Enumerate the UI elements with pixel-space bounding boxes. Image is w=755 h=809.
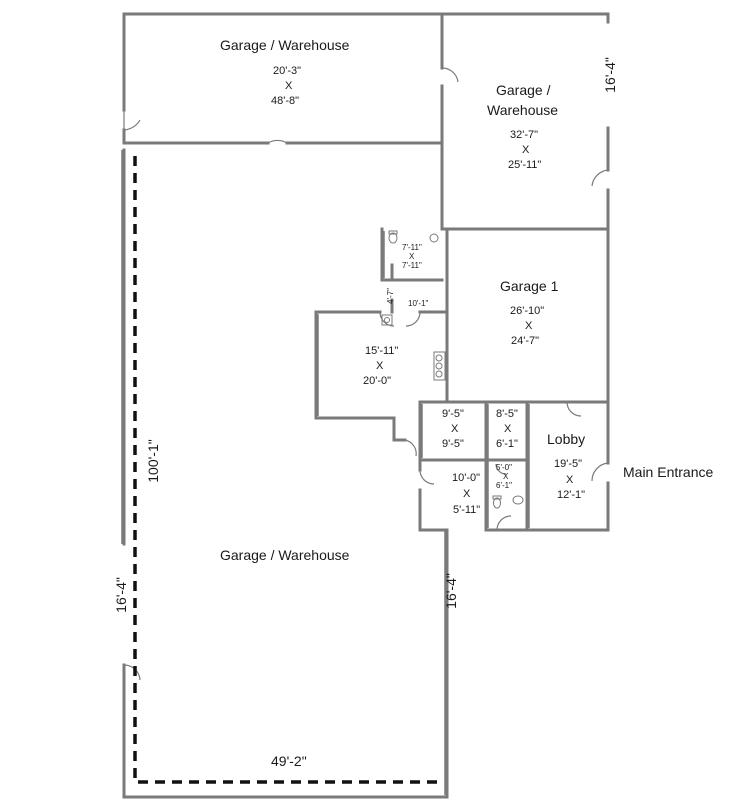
room-x: X xyxy=(376,360,384,372)
door-swing xyxy=(267,139,288,144)
door-width-dimension: 16'-4" xyxy=(113,577,129,613)
room-width: 26'-10" xyxy=(510,305,545,317)
room-x: X xyxy=(503,472,509,481)
room-length: 5'-11" xyxy=(453,504,481,516)
door-swing xyxy=(591,169,609,187)
room-length: 24'-7" xyxy=(511,335,540,347)
door-swing xyxy=(496,515,512,531)
room-length: 9'-5" xyxy=(442,438,464,450)
wall xyxy=(380,227,444,282)
room-width: 10'-0" xyxy=(452,472,481,484)
room-length: 25'-11" xyxy=(508,159,542,171)
room-x: X xyxy=(463,488,471,500)
door-swing xyxy=(405,311,421,327)
main-entrance-label: Main Entrance xyxy=(623,464,714,480)
stove-icon xyxy=(433,351,446,381)
main-width-dimension: 49'-2" xyxy=(271,753,307,769)
stove-icon xyxy=(435,354,443,362)
wall xyxy=(122,128,270,145)
door-swing xyxy=(419,469,435,485)
room-width: 20'-3" xyxy=(273,65,302,77)
dimension-line xyxy=(133,156,440,784)
room-x: X xyxy=(285,80,293,92)
sink-icon xyxy=(384,317,390,323)
room-x: X xyxy=(409,252,415,261)
stove-icon xyxy=(435,362,443,370)
room-width: 19'-5" xyxy=(554,458,583,470)
toilet-icon xyxy=(492,495,502,500)
toilet-icon xyxy=(493,497,501,509)
room-length: 20'-0" xyxy=(363,375,392,387)
door-swing xyxy=(566,401,582,417)
wall xyxy=(392,416,407,442)
sink-icon xyxy=(512,495,524,505)
door-swing xyxy=(591,462,609,482)
room-length: 6'-1" xyxy=(496,438,518,450)
toilet-icon xyxy=(388,230,398,235)
door-swing xyxy=(404,439,417,457)
stove-icon xyxy=(435,370,443,378)
room-name: Garage 1 xyxy=(500,278,559,294)
wall xyxy=(122,528,449,799)
room-width: 9'-5" xyxy=(442,408,464,420)
door-swing xyxy=(379,311,395,327)
door-swing xyxy=(123,664,141,681)
room-x: X xyxy=(566,474,574,486)
room-length: 7'-11" xyxy=(402,261,422,270)
room-x: X xyxy=(504,423,512,435)
hall-dimension: 10'-1" xyxy=(408,299,429,308)
door-width-dimension: 16'-4" xyxy=(602,57,618,93)
sink-icon xyxy=(381,314,393,326)
wall xyxy=(418,488,449,532)
wall xyxy=(440,227,449,404)
door-swing xyxy=(495,463,507,475)
toilet-icon xyxy=(388,232,398,244)
room-name: Garage / xyxy=(496,82,551,98)
main-depth-dimension: 100'-1" xyxy=(145,439,161,483)
room-length: 12'-1" xyxy=(557,489,586,501)
wall xyxy=(314,310,396,420)
sink-icon xyxy=(429,233,439,243)
room-width: 5'-0" xyxy=(496,463,512,472)
room-length: 48'-8" xyxy=(271,95,300,107)
room-name: Garage / Warehouse xyxy=(220,547,350,563)
door-swing xyxy=(441,67,459,83)
hall-dimension: 4'-7" xyxy=(386,288,395,304)
room-width: 15'-11" xyxy=(365,345,399,357)
room-x: X xyxy=(451,423,459,435)
room-length: 6'-1" xyxy=(496,481,512,490)
door-width-dimension: 16'-4" xyxy=(443,573,459,609)
room-name: Lobby xyxy=(547,431,586,447)
room-x: X xyxy=(522,144,530,156)
room-name: Warehouse xyxy=(487,102,559,118)
door-swing xyxy=(123,110,141,131)
room-width: 32'-7" xyxy=(510,129,539,141)
room-width: 7'-11" xyxy=(402,243,422,252)
room-width: 8'-5" xyxy=(496,408,518,420)
room-x: X xyxy=(525,320,533,332)
room-name: Garage / Warehouse xyxy=(220,37,350,53)
wall xyxy=(484,481,610,532)
